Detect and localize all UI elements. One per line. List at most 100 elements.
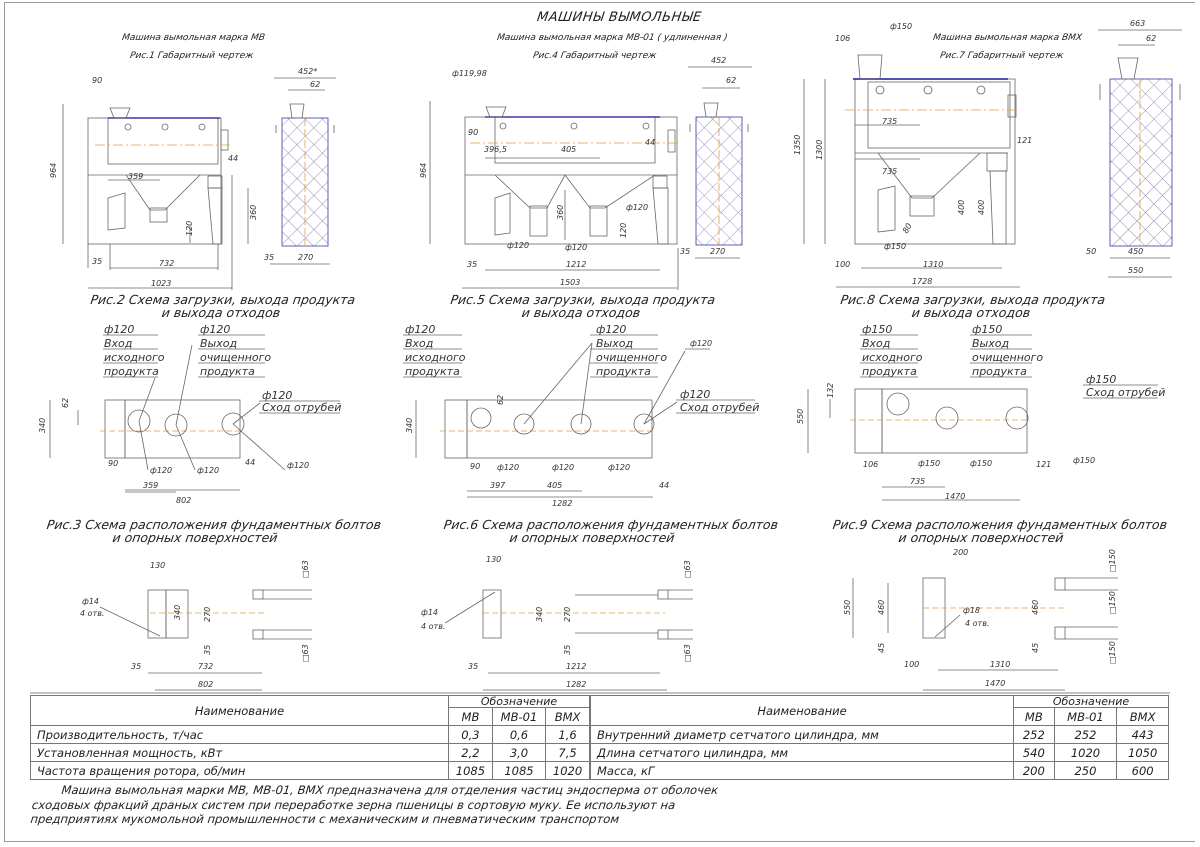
cell-value: 7,5 [545,743,590,762]
mv01-inlet-dia: ф120 [405,323,435,336]
mv-base-35: 35 [131,662,141,671]
mv01-hole-1: ф120 [497,463,519,472]
mv-plan-340: 340 [38,418,47,433]
dim-vmh-side-50: 50 [1086,247,1096,256]
table-left-header-name: Наименование [30,695,449,726]
mv-plan-802: 802 [176,496,191,505]
mv01-base-hole: ф14 [421,608,438,617]
mv01-outlet-label2: очищенного [596,351,667,364]
row-name: Установленная мощность, кВт [30,743,449,762]
dim-mv01-d120b: ф120 [565,243,587,252]
mv-base-130: 130 [150,561,165,570]
dim-mv01-360: 360 [556,205,565,220]
fig1-front-view [62,104,249,290]
mv-outlet-label3: продукта [200,365,255,378]
mv01-base-holes-count: 4 отв. [421,622,445,631]
mv01-inlet-label1: Вход [405,337,433,350]
cell-value: 2,2 [448,743,493,762]
plan-dimension-labels: ф120 ф120 ф120 62 340 90 359 44 802 ф120… [38,383,1095,508]
mv01-plan-62: 62 [496,395,505,405]
mv01-base-sq2: □63 [683,644,692,662]
dim-mv01-405: 405 [561,145,576,154]
table-left-header-group: Обозначение [448,695,590,708]
dim-vmh-1728: 1728 [912,277,932,286]
vmh-inlet-dia: ф150 [862,323,892,336]
mv01-extra-dia: ф120 [690,339,712,348]
spec-table-right: Наименование Обозначение МВ МВ-01 ВМХ Вн… [590,695,1169,780]
mv-base-view [99,589,312,691]
mv01-base-view [444,589,693,691]
row-name: Производительность, т/час [30,725,449,744]
cell-value: 1020 [1053,743,1118,762]
dim-vmh-d150: ф150 [884,242,906,251]
mv01-inlet-label2: исходного [405,351,466,364]
mv01-base-1212: 1212 [566,662,586,671]
row-name: Внутренний диаметр сетчатого цилиндра, м… [590,725,1014,744]
mv-base-732: 732 [198,662,213,671]
vmh-base-550: 550 [843,600,852,615]
dim-mv-44: 44 [228,154,238,163]
dim-mv-side-35: 35 [264,253,274,262]
table-left-col-vmh: ВМХ [545,707,590,726]
dim-mv01-1503: 1503 [560,278,580,287]
vmh-base-460a: 460 [877,600,886,615]
row-name: Частота вращения ротора, об/мин [30,761,449,780]
table-left-col-mv01: МВ-01 [491,707,547,726]
vmh-plan-132: 132 [826,383,835,398]
dim-vmh-1310: 1310 [923,260,943,269]
cell-value: 1085 [491,761,547,780]
fig7-front-view [803,54,1020,288]
dim-mv-359: 359 [128,172,143,181]
dimension-labels: 90 964 44 359 360 120 35 732 1023 452* 6… [49,19,1156,288]
vmh-hole-1: ф150 [918,459,940,468]
table-row: Внутренний диаметр сетчатого цилиндра, м… [590,725,1169,744]
vmh-plan-550: 550 [796,409,805,424]
dim-mv01-side-35: 35 [680,247,690,256]
mv-base-35v: 35 [203,645,212,655]
mv01-plan-405: 405 [547,481,562,490]
cell-value: 3,0 [491,743,547,762]
fig3-plan-view [49,334,340,493]
vmh-base-hole: ф18 [963,606,980,615]
vmh-plan-1470: 1470 [945,492,965,501]
dim-mv01-396: 396,5 [484,145,507,154]
dim-vmh-side-550: 550 [1128,266,1143,275]
mv-base-hole: ф14 [82,597,99,606]
mv-hole-1: ф120 [150,466,172,475]
dim-vmh-inlet: ф150 [890,22,912,31]
dim-vmh-400a: 400 [957,200,966,215]
dim-vmh-80: 80 [901,222,914,235]
table-row: Производительность, т/час 0,3 0,6 1,6 [30,725,590,744]
vmh-hole-3: ф150 [1073,456,1095,465]
fig6-plan-view [403,334,755,498]
cell-value: 252 [1053,725,1118,744]
vmh-base-sq2: □150 [1108,591,1117,614]
mv01-base-130: 130 [486,555,501,564]
mv-base-340: 340 [173,605,182,620]
table-right-header-name: Наименование [590,695,1014,726]
vmh-plan-121: 121 [1036,460,1051,469]
table-right-col-vmh: ВМХ [1116,707,1169,726]
mv01-waste-dia: ф120 [680,388,710,401]
vmh-base-sq1: □150 [1108,549,1117,572]
mv01-plan-90: 90 [470,462,480,471]
vmh-inlet-label2: исходного [862,351,923,364]
dim-mv01-d120c: ф120 [626,203,648,212]
vmh-outlet-dia: ф150 [972,323,1002,336]
mv-waste-label: Сход отрубей [262,401,341,414]
mv-outlet-label1: Выход [200,337,237,350]
mv-base-802: 802 [198,680,213,689]
mv01-inlet-label3: продукта [405,365,460,378]
vmh-base-1310: 1310 [990,660,1010,669]
vmh-base-200: 200 [953,548,968,557]
mv01-plan-1282: 1282 [552,499,572,508]
dim-mv01-44: 44 [645,138,655,147]
cell-value: 1085 [448,761,493,780]
cell-value: 250 [1053,761,1118,780]
mv01-plan-397: 397 [490,481,506,490]
cell-value: 200 [1013,761,1055,780]
mv-waste-dia: ф120 [262,389,292,402]
mv01-outlet-dia: ф120 [596,323,626,336]
mv-base-holes-count: 4 отв. [80,609,104,618]
